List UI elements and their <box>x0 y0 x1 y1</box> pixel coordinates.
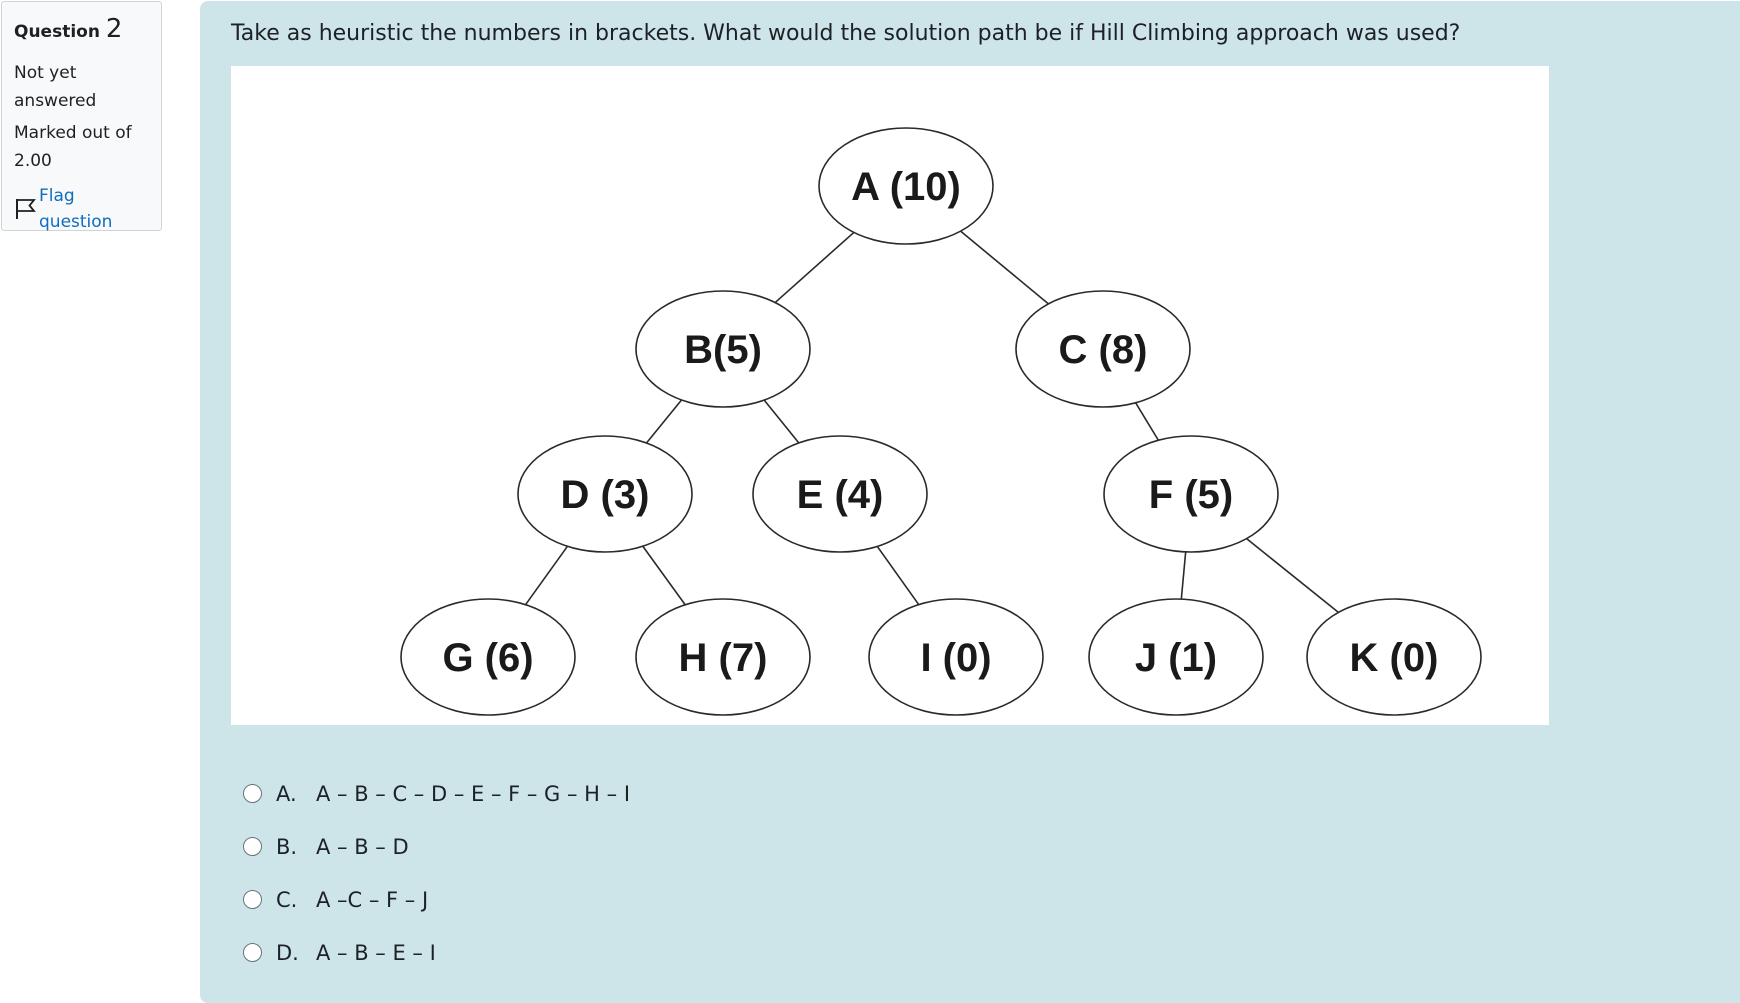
tree-node-label: C (8) <box>1059 328 1148 372</box>
answer-letter-b: B. <box>276 834 298 859</box>
flag-question-link[interactable]: Flag question <box>14 183 149 235</box>
tree-node-ellipse <box>1306 598 1482 716</box>
tree-node-label: H (7) <box>679 636 768 680</box>
question-info-panel: Question 2 Not yet answered Marked out of… <box>1 1 162 232</box>
question-number: Question 2 <box>14 14 149 47</box>
tree-edge-d-h <box>642 545 686 606</box>
answer-text-d: A – B – E – I <box>316 940 436 965</box>
question-text: Take as heuristic the numbers in bracket… <box>231 21 1461 46</box>
question-number-value: 2 <box>105 14 123 44</box>
tree-edge-d-g <box>524 545 569 606</box>
tree-node-label: A (10) <box>851 165 961 209</box>
answer-option-d[interactable]: D. A – B – E – I <box>243 926 630 979</box>
tree-node-e: E (4) <box>752 435 928 553</box>
tree-node-label: D (3) <box>561 473 650 517</box>
tree-node-label: G (6) <box>442 636 533 680</box>
tree-node-ellipse <box>1103 435 1279 553</box>
answer-list: A. A – B – C – D – E – F – G – H – I B. … <box>243 767 630 979</box>
question-grade: Marked out of 2.00 <box>14 119 149 175</box>
answer-radio-b[interactable] <box>243 837 262 856</box>
tree-edge-f-k <box>1246 538 1339 613</box>
tree-node-j: J (1) <box>1088 598 1264 716</box>
tree-edge-e-i <box>876 545 920 606</box>
tree-node-label: K (0) <box>1350 636 1439 680</box>
flag-question-label: Flag question <box>39 186 113 232</box>
answer-option-c[interactable]: C. A –C – F – J <box>243 873 630 926</box>
tree-node-a: A (10) <box>818 127 994 245</box>
answer-radio-d[interactable] <box>243 943 262 962</box>
tree-node-g: G (6) <box>400 598 576 716</box>
answer-radio-c[interactable] <box>243 890 262 909</box>
answer-letter-d: D. <box>276 940 299 965</box>
tree-node-label: F (5) <box>1149 473 1233 517</box>
tree-node-i: I (0) <box>868 598 1044 716</box>
tree-edges <box>524 230 1339 613</box>
tree-node-k: K (0) <box>1306 598 1482 716</box>
tree-node-c: C (8) <box>1015 290 1191 408</box>
answer-radio-a[interactable] <box>243 784 262 803</box>
tree-node-ellipse <box>635 598 811 716</box>
tree-node-ellipse <box>818 127 994 245</box>
tree-node-ellipse <box>868 598 1044 716</box>
question-state: Not yet answered <box>14 59 149 115</box>
tree-node-ellipse <box>635 290 811 408</box>
tree-node-b: B(5) <box>635 290 811 408</box>
tree-node-label: B(5) <box>684 328 762 372</box>
state-line-1: Not yet <box>14 63 77 83</box>
tree-edge-a-b <box>774 231 855 304</box>
tree-node-label: E (4) <box>797 473 884 517</box>
answer-text-b: A – B – D <box>316 834 409 859</box>
search-tree-diagram: A (10) B(5) C (8) D (3) E (4) F (5) G (6) H (7)… <box>400 127 1482 716</box>
tree-edge-a-c <box>960 230 1049 305</box>
answer-text-a: A – B – C – D – E – F – G – H – I <box>316 781 631 806</box>
tree-node-h: H (7) <box>635 598 811 716</box>
answer-option-b[interactable]: B. A – B – D <box>243 820 630 873</box>
tree-node-ellipse <box>1088 598 1264 716</box>
tree-node-ellipse <box>517 435 693 553</box>
tree-node-ellipse <box>1015 290 1191 408</box>
tree-node-d: D (3) <box>517 435 693 553</box>
tree-node-label: J (1) <box>1135 636 1217 680</box>
tree-edge-f-j <box>1180 551 1187 600</box>
tree-node-label: I (0) <box>920 636 991 680</box>
answer-text-c: A –C – F – J <box>316 887 429 912</box>
state-line-2: answered <box>14 91 97 111</box>
search-tree-figure: A (10) B(5) C (8) D (3) E (4) F (5) G (6) H (7)… <box>231 66 1549 725</box>
grade-line-1: Marked out of <box>14 123 132 143</box>
tree-edge-b-d <box>645 399 683 444</box>
question-content: Take as heuristic the numbers in bracket… <box>200 1 1740 1003</box>
question-word: Question <box>14 22 100 42</box>
flag-icon <box>16 199 36 219</box>
tree-edge-c-f <box>1134 402 1160 441</box>
tree-node-f: F (5) <box>1103 435 1279 553</box>
grade-line-2: 2.00 <box>14 151 52 171</box>
answer-letter-c: C. <box>276 887 298 912</box>
tree-node-ellipse <box>752 435 928 553</box>
answer-option-a[interactable]: A. A – B – C – D – E – F – G – H – I <box>243 767 630 820</box>
tree-edge-b-e <box>763 399 800 444</box>
answer-letter-a: A. <box>276 781 297 806</box>
tree-node-ellipse <box>400 598 576 716</box>
